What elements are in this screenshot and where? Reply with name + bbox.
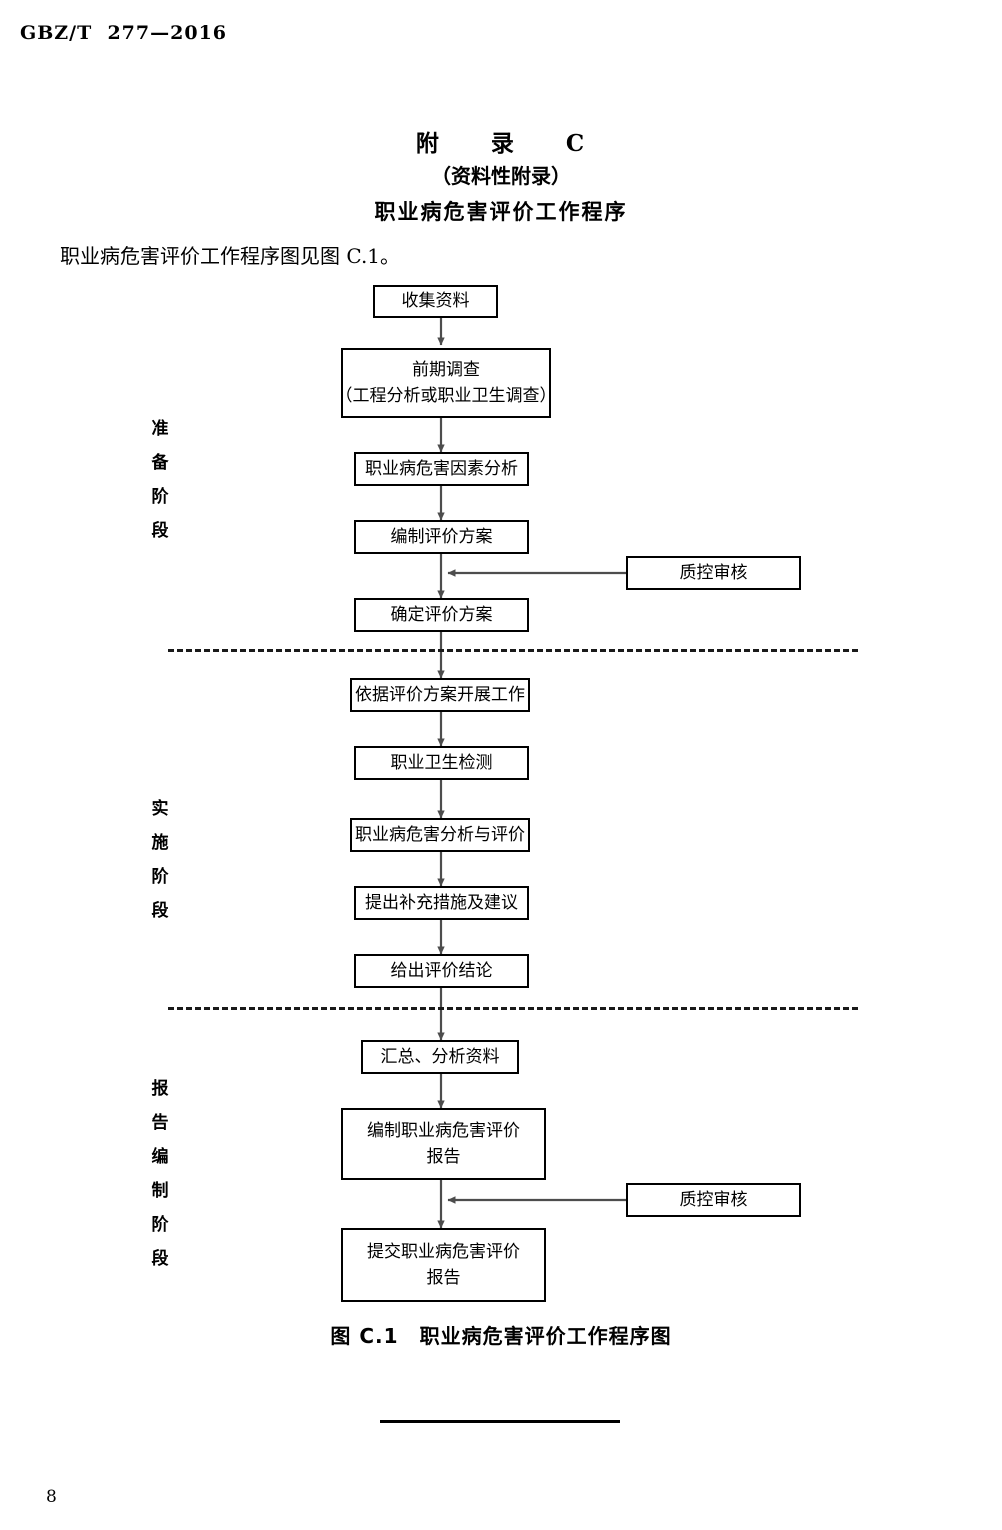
stage-char: 制 bbox=[151, 1181, 169, 1201]
stage-label-implementation: 实 施 阶 段 bbox=[140, 792, 180, 928]
divider-implementation-report bbox=[168, 1007, 858, 1010]
flow-node-evaluation-conclusion[interactable]: 给出评价结论 bbox=[354, 954, 529, 988]
stage-char: 段 bbox=[151, 1249, 169, 1269]
flow-node-collect-data[interactable]: 收集资料 bbox=[373, 285, 498, 318]
node-line: 给出评价结论 bbox=[390, 960, 493, 981]
flow-node-hazard-factor-analysis[interactable]: 职业病危害因素分析 bbox=[354, 452, 529, 486]
node-line: 编制评价方案 bbox=[390, 526, 493, 547]
node-line: 确定评价方案 bbox=[390, 604, 493, 625]
node-line: 提出补充措施及建议 bbox=[365, 892, 518, 913]
stage-char: 施 bbox=[151, 833, 169, 853]
footer-rule bbox=[380, 1420, 620, 1423]
flow-node-draft-evaluation-plan[interactable]: 编制评价方案 bbox=[354, 520, 529, 554]
node-line: 报告 bbox=[426, 1268, 461, 1288]
flow-node-quality-control-review-1[interactable]: 质控审核 bbox=[626, 556, 801, 590]
stage-char: 段 bbox=[151, 901, 169, 921]
flow-node-supplementary-measures[interactable]: 提出补充措施及建议 bbox=[354, 886, 529, 920]
stage-char: 段 bbox=[151, 521, 169, 541]
flow-node-confirm-evaluation-plan[interactable]: 确定评价方案 bbox=[354, 598, 529, 632]
node-line: 前期调查 bbox=[412, 359, 480, 380]
node-line: 提交职业病危害评价 bbox=[367, 1241, 520, 1262]
intro-paragraph: 职业病危害评价工作程序图见图 C.1。 bbox=[60, 244, 401, 268]
stage-char: 实 bbox=[151, 799, 169, 819]
stage-char: 阶 bbox=[151, 487, 169, 507]
divider-preparation-implementation bbox=[168, 649, 858, 652]
node-line: 职业卫生检测 bbox=[390, 752, 493, 773]
flow-node-quality-control-review-2[interactable]: 质控审核 bbox=[626, 1183, 801, 1217]
node-line: 汇总、分析资料 bbox=[380, 1046, 500, 1067]
standard-number-header: GBZ/T 277—2016 bbox=[20, 22, 228, 44]
flow-node-hazard-analysis-evaluation[interactable]: 职业病危害分析与评价 bbox=[350, 818, 530, 852]
node-line: 职业病危害因素分析 bbox=[365, 458, 518, 479]
stage-label-report: 报 告 编 制 阶 段 bbox=[140, 1072, 180, 1276]
node-line: 质控审核 bbox=[679, 1189, 748, 1210]
flow-node-preliminary-survey[interactable]: 前期调查 （工程分析或职业卫生调查） bbox=[336, 348, 557, 418]
flow-node-summarize-analyze-data[interactable]: 汇总、分析资料 bbox=[361, 1040, 519, 1074]
node-line: 职业病危害分析与评价 bbox=[355, 824, 525, 845]
stage-char: 编 bbox=[151, 1147, 169, 1167]
node-line: 质控审核 bbox=[679, 562, 748, 583]
stage-char: 阶 bbox=[151, 1215, 169, 1235]
node-line: 编制职业病危害评价 bbox=[367, 1120, 520, 1141]
annex-type-label: （资料性附录） bbox=[431, 164, 571, 188]
annex-title: 附 录 C bbox=[415, 130, 587, 157]
node-line: 收集资料 bbox=[401, 291, 470, 312]
flow-node-execute-per-plan[interactable]: 依据评价方案开展工作 bbox=[350, 678, 530, 712]
flow-node-draft-evaluation-report[interactable]: 编制职业病危害评价 报告 bbox=[341, 1108, 546, 1180]
stage-char: 准 bbox=[151, 419, 169, 439]
stage-char: 告 bbox=[151, 1113, 169, 1133]
node-line: （工程分析或职业卫生调查） bbox=[335, 386, 557, 406]
annex-name-title: 职业病危害评价工作程序 bbox=[374, 200, 628, 224]
stage-char: 阶 bbox=[151, 867, 169, 887]
node-line: 报告 bbox=[426, 1147, 461, 1167]
page-number: 8 bbox=[46, 1487, 57, 1507]
flow-node-submit-evaluation-report[interactable]: 提交职业病危害评价 报告 bbox=[341, 1228, 546, 1302]
stage-label-preparation: 准 备 阶 段 bbox=[140, 412, 180, 548]
node-line: 依据评价方案开展工作 bbox=[355, 684, 525, 705]
stage-char: 备 bbox=[151, 453, 169, 473]
flow-node-occupational-health-testing[interactable]: 职业卫生检测 bbox=[354, 746, 529, 780]
stage-char: 报 bbox=[151, 1079, 169, 1099]
figure-caption: 图 C.1 职业病危害评价工作程序图 bbox=[330, 1324, 672, 1348]
